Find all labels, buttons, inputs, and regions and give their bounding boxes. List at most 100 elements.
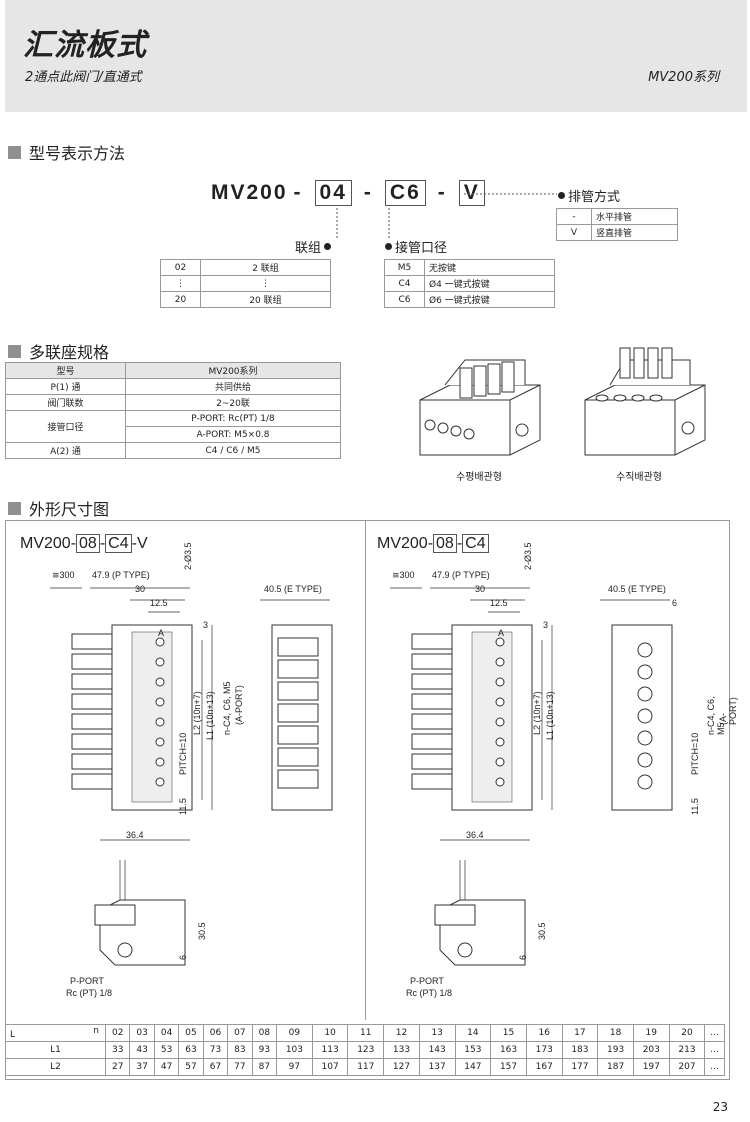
dim-11-5: 11.5 [178,798,188,815]
section-heading: 型号表示方法 [29,144,126,163]
horizontal-manifold-illustration [419,359,541,456]
dim-12-5: 12.5 [150,598,168,608]
table-cell: 187 [597,1058,634,1076]
dim-lead: ≅300 [392,570,415,580]
table-cell: 09 [276,1024,313,1042]
table-cell: 137 [418,1058,456,1076]
table-cell: 73 [202,1041,229,1059]
table-cell: 67 [202,1058,229,1076]
table-cell: 183 [561,1041,599,1059]
p-port-label: P-PORT [410,976,444,986]
table-cell: 10 [311,1024,349,1042]
table-cell: 83 [227,1041,253,1059]
section-dimensions: 外形尺寸图 [8,496,109,520]
drawing-divider [365,520,366,1020]
code-leader-lines [336,193,557,240]
table-cell: 203 [632,1041,670,1059]
code-part-stations: 04 [314,180,352,206]
code-dash: - [363,181,373,204]
dim-p-type: 47.9 (P TYPE) [92,570,150,580]
table-cell: 17 [561,1024,599,1042]
dim-a-port: (A-PORT) [234,685,244,725]
dim-e-type: 40.5 (E TYPE) [608,584,666,594]
table-cell: 19 [632,1024,670,1042]
dim-l1: L1 (10n+13) [545,691,555,740]
table-corner: L n [5,1024,106,1042]
table-cell: 173 [525,1041,563,1059]
vertical-caption: 수직배관형 [616,472,662,483]
bullet-icon [385,243,392,250]
table-cell: … [704,1024,725,1042]
series-label: MV200系列 [648,70,719,85]
section-square-icon [8,344,21,358]
table-cell: 12 [383,1024,420,1042]
code-prefix: MV200 [211,181,288,204]
table-cell: 06 [202,1024,229,1042]
table-cell: 47 [153,1058,180,1076]
model-code: MV200-04-C6-V [211,180,491,206]
dim-3: 3 [203,620,209,630]
table-cell: 57 [178,1058,204,1076]
table-cell: 143 [418,1041,456,1059]
code-part-pipe: V [458,180,485,206]
port-size-label: 接管口径 [385,237,447,256]
table-cell: 127 [383,1058,420,1076]
p-port-label: P-PORT [70,976,104,986]
table-cell: 05 [178,1024,204,1042]
dim-2-3-5: 2-Ø3.5 [523,542,533,570]
table-cell: 02 [104,1024,131,1042]
table-cell: 197 [632,1058,670,1076]
code-part-port: C6 [384,180,426,206]
table-cell: 133 [383,1041,420,1059]
page-title: 汇流板式 [23,28,147,63]
table-cell: 13 [418,1024,456,1042]
port-a-mark: A [158,628,165,638]
table-cell: 43 [129,1041,155,1059]
table-cell: 103 [276,1041,313,1059]
section-square-icon [8,501,21,515]
table-cell: 123 [347,1041,385,1059]
dim-lead: ≅300 [52,570,75,580]
table-cell: 37 [129,1058,155,1076]
table-cell: 87 [251,1058,278,1076]
table-cell: 14 [454,1024,492,1042]
dim-l2: L2 (10n+7) [532,691,542,735]
dim-6-top: 6 [672,598,678,608]
table-cell: … [704,1041,725,1059]
table-cell: 147 [454,1058,492,1076]
table-cell: 07 [227,1024,253,1042]
section-model-code: 型号表示方法 [8,140,125,164]
section-manifold-spec: 多联座规格 [8,339,109,363]
table-cell: 18 [597,1024,634,1042]
page-header: 汇流板式 2通点此阀门/直通式 MV200系列 [5,0,747,112]
dim-p-type: 47.9 (P TYPE) [432,570,490,580]
table-cell: 167 [525,1058,563,1076]
table-cell: 97 [276,1058,313,1076]
table-cell: 153 [454,1041,492,1059]
l2-row-label: L2 [5,1058,106,1076]
right-drawing-title: MV200-08-C4 [377,534,489,553]
dim-a-port: (A-PORT) [718,697,738,725]
dim-l1: L1 (10n+13) [205,691,215,740]
dim-l2: L2 (10n+7) [192,691,202,735]
bullet-icon [558,192,565,199]
l1-row-label: L1 [5,1041,106,1059]
section-heading: 多联座规格 [29,343,110,362]
section-square-icon [8,145,21,159]
dim-11-5: 11.5 [690,798,700,815]
dim-pitch: PITCH=10 [690,732,700,775]
table-cell: 15 [490,1024,527,1042]
section-heading: 外形尺寸图 [29,500,110,519]
dim-36-4: 36.4 [126,830,144,840]
dim-e-type: 40.5 (E TYPE) [264,584,322,594]
page-subtitle: 2通点此阀门/直通式 [25,70,142,85]
code-dash: - [293,181,303,204]
p-port-size: Rc (PT) 1/8 [66,988,113,998]
pipe-direction-label: 排管方式 [558,186,620,205]
dim-2-3-5: 2-Ø3.5 [183,542,193,570]
table-cell: 04 [153,1024,180,1042]
